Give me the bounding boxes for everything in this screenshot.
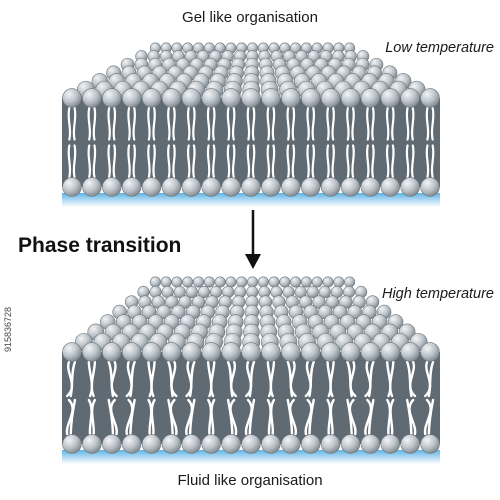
low-temperature-label: Low temperature: [385, 40, 494, 56]
phase-transition-label: Phase transition: [18, 234, 182, 257]
high-temperature-label: High temperature: [381, 286, 494, 302]
fluid-bilayer: [62, 276, 440, 464]
fluid-organisation-label: Fluid like organisation: [177, 472, 323, 489]
gel-bilayer: [62, 42, 440, 207]
down-arrow-icon: [245, 210, 261, 269]
gel-organisation-label: Gel like organisation: [182, 9, 318, 26]
